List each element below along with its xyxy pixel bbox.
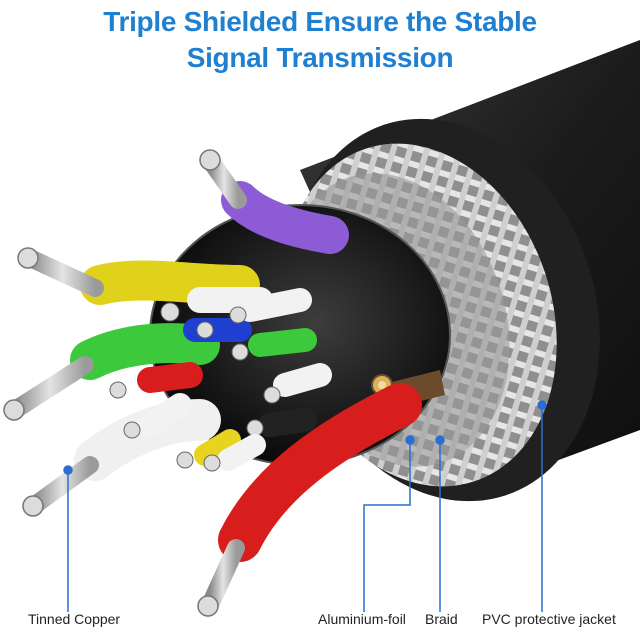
headline-line-1: Triple Shielded Ensure the Stable	[103, 6, 537, 37]
wire-yellow	[17, 247, 260, 305]
wire-purple	[199, 149, 349, 254]
braid-label: Braid	[425, 611, 458, 627]
headline: Triple Shielded Ensure the Stable Signal…	[0, 4, 640, 76]
tinned-copper-label: Tinned Copper	[28, 611, 121, 627]
headline-line-2: Signal Transmission	[186, 42, 454, 73]
pvc-jacket-label: PVC protective jacket	[482, 611, 616, 627]
wire-red-bottom	[197, 383, 422, 617]
wire-green-left	[3, 323, 220, 421]
wire-white-left	[22, 399, 221, 517]
inner-conductors	[109, 287, 332, 472]
callout-lines	[63, 400, 547, 612]
aluminium-foil-label: Aluminium-foil	[318, 611, 406, 627]
